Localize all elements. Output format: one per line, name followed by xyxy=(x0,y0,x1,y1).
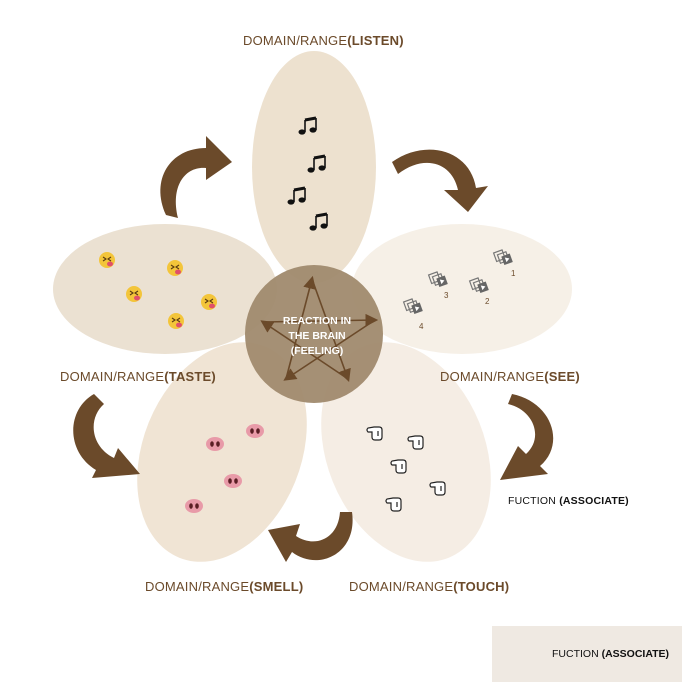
layered-play-icons: 1 2 3 4 xyxy=(402,249,516,331)
pointing-hand-icon xyxy=(366,426,383,441)
music-note-icons xyxy=(287,116,328,231)
pointing-hand-icon xyxy=(407,435,424,450)
see-number: 2 xyxy=(485,297,490,306)
pointing-hand-icons xyxy=(366,426,446,512)
star-arrows-icon xyxy=(260,275,379,383)
tongue-face-icon xyxy=(126,286,142,302)
layered-play-icon xyxy=(468,277,489,294)
curved-arrow-icon xyxy=(392,149,488,212)
label-taste: DOMAIN/RANGE(TASTE) xyxy=(60,369,216,384)
tongue-face-icon xyxy=(168,313,184,329)
petal-smell xyxy=(137,342,307,562)
music-note-icon xyxy=(298,116,317,135)
label-function: FUCTION (ASSOCIATE) xyxy=(508,495,629,507)
label-see: DOMAIN/RANGE(SEE) xyxy=(440,369,580,384)
pointing-hand-icon xyxy=(429,481,446,496)
see-number: 1 xyxy=(511,269,516,278)
center-line-1: REACTION IN xyxy=(282,315,352,327)
pointing-hand-icon xyxy=(390,459,407,474)
legend: FUCTION (ASSOCIATE) xyxy=(492,626,682,682)
pointing-hand-icon xyxy=(385,497,402,512)
music-note-icon xyxy=(287,186,306,205)
pig-nose-icon xyxy=(206,437,224,451)
see-number: 3 xyxy=(444,291,449,300)
center-label: REACTION IN THE BRAIN (FEELING) xyxy=(262,314,372,359)
legend-label: FUCTION (ASSOCIATE) xyxy=(552,648,670,660)
pig-nose-icons xyxy=(185,424,264,513)
pig-nose-icon xyxy=(224,474,242,488)
music-note-icon xyxy=(307,154,326,173)
music-note-icon xyxy=(309,212,328,231)
curved-arrow-icon xyxy=(73,394,140,478)
petal-touch xyxy=(321,342,491,562)
label-listen: DOMAIN/RANGE(LISTEN) xyxy=(243,33,404,48)
petal-taste xyxy=(53,224,277,354)
curved-arrow-icon xyxy=(268,512,353,562)
see-number: 4 xyxy=(419,322,424,331)
tongue-face-icons xyxy=(99,252,217,329)
curved-arrow-icons xyxy=(73,136,554,562)
pig-nose-icon xyxy=(185,499,203,513)
center-line-3: (FEELING) xyxy=(290,345,344,357)
tongue-face-icon xyxy=(99,252,115,268)
layered-play-icon xyxy=(492,249,513,266)
layered-play-icon xyxy=(402,298,423,315)
center-line-2: THE BRAIN xyxy=(288,330,346,342)
curved-arrow-icon xyxy=(500,394,554,480)
petal-see xyxy=(352,224,572,354)
pig-nose-icon xyxy=(246,424,264,438)
tongue-face-icon xyxy=(167,260,183,276)
curved-arrow-icon xyxy=(160,136,232,218)
label-touch: DOMAIN/RANGE(TOUCH) xyxy=(349,579,510,594)
tongue-face-icon xyxy=(201,294,217,310)
label-smell: DOMAIN/RANGE(SMELL) xyxy=(145,579,304,594)
layered-play-icon xyxy=(427,271,448,288)
